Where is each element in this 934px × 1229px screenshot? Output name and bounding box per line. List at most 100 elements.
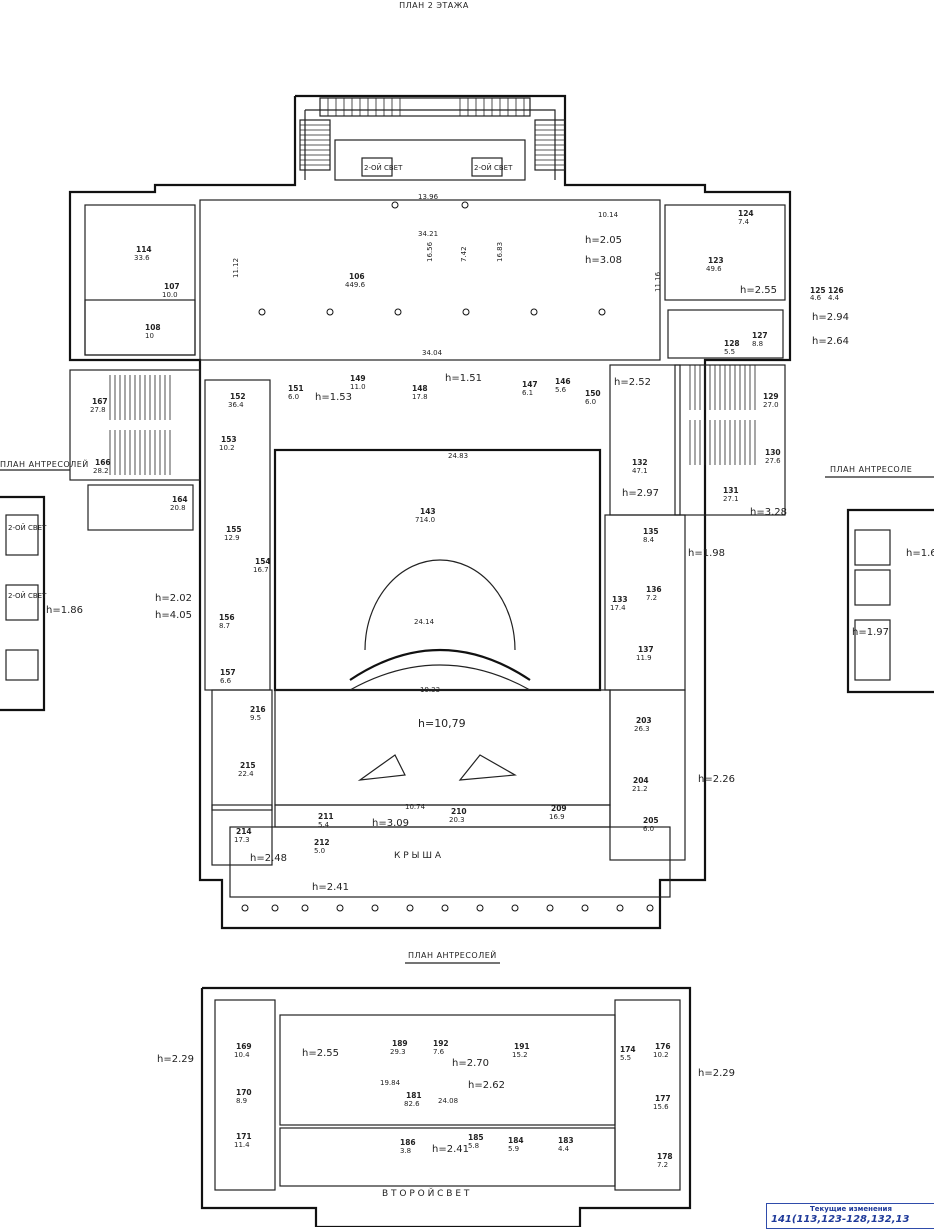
height-label: h=3.09 bbox=[372, 818, 409, 829]
svg-text:127: 127 bbox=[752, 331, 768, 340]
dimension-label: 10.14 bbox=[598, 211, 619, 219]
svg-text:20.8: 20.8 bbox=[170, 504, 186, 512]
svg-text:5.8: 5.8 bbox=[468, 1142, 479, 1150]
svg-text:137: 137 bbox=[638, 645, 654, 654]
svg-text:152: 152 bbox=[230, 392, 246, 401]
svg-text:16.7: 16.7 bbox=[253, 566, 269, 574]
height-label: h=3.08 bbox=[585, 255, 622, 266]
svg-text:135: 135 bbox=[643, 527, 659, 536]
dimension-label: 34.04 bbox=[422, 349, 443, 357]
svg-text:209: 209 bbox=[551, 804, 567, 813]
svg-text:21.2: 21.2 bbox=[632, 785, 648, 793]
second-light-label: 2-ОЙ СВЕТ bbox=[8, 523, 47, 532]
svg-text:151: 151 bbox=[288, 384, 304, 393]
svg-text:7.4: 7.4 bbox=[738, 218, 750, 226]
svg-text:128: 128 bbox=[724, 339, 740, 348]
dimension-label: 11.16 bbox=[654, 271, 662, 292]
svg-text:156: 156 bbox=[219, 613, 235, 622]
svg-text:147: 147 bbox=[522, 380, 538, 389]
height-label: h=2.41 bbox=[312, 882, 349, 893]
svg-text:5.9: 5.9 bbox=[508, 1145, 519, 1153]
svg-text:27.6: 27.6 bbox=[765, 457, 781, 465]
svg-text:7.2: 7.2 bbox=[646, 594, 657, 602]
height-label: h=2.94 bbox=[812, 312, 849, 323]
svg-text:10.4: 10.4 bbox=[234, 1051, 250, 1059]
svg-text:17.8: 17.8 bbox=[412, 393, 428, 401]
svg-text:211: 211 bbox=[318, 812, 334, 821]
dimension-label: 16.83 bbox=[496, 242, 504, 262]
svg-text:10.2: 10.2 bbox=[653, 1051, 669, 1059]
height-label: h=1.98 bbox=[688, 548, 725, 559]
second-light-label: 2-ОЙ СВЕТ bbox=[474, 163, 513, 172]
svg-text:205: 205 bbox=[643, 816, 659, 825]
svg-text:8.4: 8.4 bbox=[643, 536, 655, 544]
svg-text:216: 216 bbox=[250, 705, 266, 714]
svg-text:149: 149 bbox=[350, 374, 366, 383]
svg-text:148: 148 bbox=[412, 384, 428, 393]
svg-text:203: 203 bbox=[636, 716, 652, 725]
second-light-bottom: В Т О Р О Й С В Е Т bbox=[382, 1187, 470, 1199]
svg-text:10: 10 bbox=[145, 332, 154, 340]
svg-text:178: 178 bbox=[657, 1152, 673, 1161]
dimension-label: 24.08 bbox=[438, 1097, 458, 1105]
svg-text:191: 191 bbox=[514, 1042, 530, 1051]
svg-text:11.4: 11.4 bbox=[234, 1141, 250, 1149]
svg-text:8.9: 8.9 bbox=[236, 1097, 247, 1105]
svg-text:22.4: 22.4 bbox=[238, 770, 254, 778]
svg-text:29.3: 29.3 bbox=[390, 1048, 406, 1056]
antresol-title-bottom: ПЛАН АНТРЕСОЛЕЙ bbox=[408, 949, 497, 960]
svg-text:166: 166 bbox=[95, 458, 111, 467]
svg-text:157: 157 bbox=[220, 668, 236, 677]
svg-text:170: 170 bbox=[236, 1088, 252, 1097]
svg-text:129: 129 bbox=[763, 392, 779, 401]
svg-text:36.4: 36.4 bbox=[228, 401, 244, 409]
svg-text:7.6: 7.6 bbox=[433, 1048, 445, 1056]
height-label: h=2.52 bbox=[614, 377, 651, 388]
svg-text:214: 214 bbox=[236, 827, 252, 836]
svg-text:130: 130 bbox=[765, 448, 781, 457]
svg-text:150: 150 bbox=[585, 389, 601, 398]
roof-label: К Р Ы Ш А bbox=[394, 851, 442, 861]
svg-text:114: 114 bbox=[136, 245, 152, 254]
height-label: h=2.02 bbox=[155, 593, 192, 604]
height-label: h=2.97 bbox=[622, 488, 659, 499]
svg-text:16.9: 16.9 bbox=[549, 813, 565, 821]
svg-text:108: 108 bbox=[145, 323, 161, 332]
svg-text:6.0: 6.0 bbox=[643, 825, 654, 833]
dimension-label: 24.14 bbox=[414, 618, 435, 626]
dimension-label: 13.96 bbox=[418, 193, 439, 201]
svg-text:6.6: 6.6 bbox=[220, 677, 232, 685]
svg-text:5.0: 5.0 bbox=[314, 847, 325, 855]
svg-text:169: 169 bbox=[236, 1042, 252, 1051]
svg-text:4.6: 4.6 bbox=[810, 294, 822, 302]
svg-text:154: 154 bbox=[255, 557, 271, 566]
